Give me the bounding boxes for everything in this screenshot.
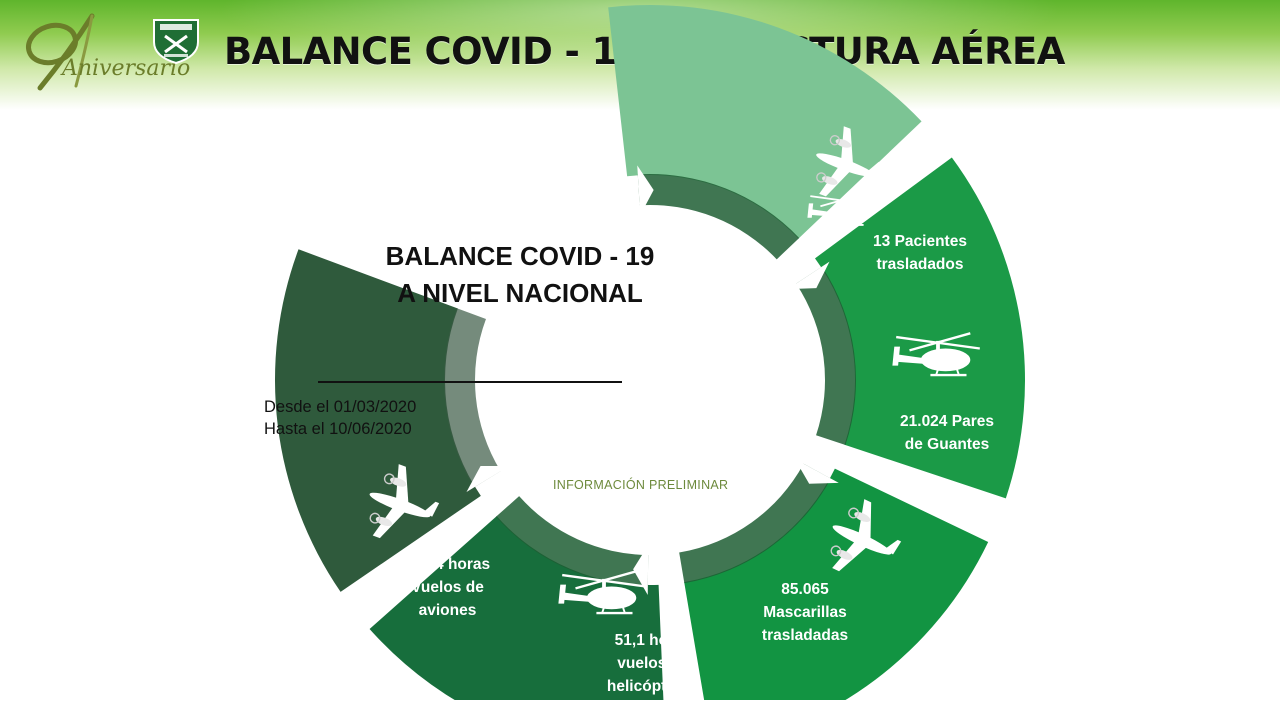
inner-ring [444, 165, 856, 595]
center-title-line2: A NIVEL NACIONAL [397, 278, 643, 308]
plane-hours-line1: 255.4 horas [404, 556, 491, 573]
arrow-notch-gloves [787, 261, 830, 290]
center-title-line1: BALANCE COVID - 19 [385, 241, 655, 271]
segment-label-plane-hours: 255.4 horas Vuelos de aviones [380, 553, 515, 622]
masks-line2: Mascarillas [763, 604, 847, 621]
ring-segments [275, 4, 1025, 720]
segment-label-masks: 85.065 Mascarillas trasladadas [735, 578, 875, 647]
arrow-notch-heli-hours [633, 544, 649, 595]
divider-line [318, 381, 622, 383]
bottom-clip [0, 700, 1280, 720]
plane-hours-line3: aviones [418, 602, 477, 619]
date-range: Desde el 01/03/2020 Hasta el 10/06/2020 [264, 396, 416, 440]
patients-line1: 13 Pacientes [873, 233, 967, 250]
helicopter-icon-patients [807, 192, 874, 226]
segment-plane-hours [275, 249, 481, 592]
heli-hours-line3: helicópteros [606, 678, 700, 695]
patients-line2: trasladados [876, 256, 964, 273]
heli-hours-line2: vuelos de [617, 655, 689, 672]
date-to: Hasta el 10/06/2020 [264, 420, 412, 438]
segment-label-gloves: 21.024 Pares de Guantes [878, 410, 1016, 456]
date-from: Desde el 01/03/2020 [264, 398, 417, 416]
preliminary-note: INFORMACIÓN PRELIMINAR [553, 478, 729, 492]
helicopter-icon-gloves [892, 332, 980, 377]
carabineros-badge [148, 14, 204, 65]
segment-label-heli-hours: 51,1 horas vuelos de helicópteros [583, 629, 723, 698]
masks-line1: 85.065 [781, 581, 829, 598]
masks-line3: trasladadas [761, 627, 849, 644]
segment-icons [369, 126, 980, 615]
gloves-line1: 21.024 Pares [900, 413, 994, 430]
arrow-notch-masks [794, 458, 839, 484]
gloves-line2: de Guantes [904, 436, 990, 453]
shield-badge-icon [153, 19, 199, 65]
inner-band-masks [679, 463, 831, 584]
segment-masks [684, 468, 989, 720]
airplane-icon-plane-hours [369, 464, 440, 539]
plane-hours-line2: Vuelos de [411, 579, 484, 596]
inner-band-heli-hours [495, 496, 649, 586]
segment-heli-hours [369, 516, 665, 720]
segment-gloves [815, 157, 1025, 499]
center-title: BALANCE COVID - 19 A NIVEL NACIONAL [360, 238, 680, 312]
inner-band-gloves [796, 266, 856, 446]
segment-patients [608, 4, 922, 239]
inner-band-plane-hours [444, 308, 501, 488]
arrow-notch-plane-hours [466, 465, 510, 493]
airplane-icon-masks [830, 499, 902, 572]
segment-label-patients: 13 Pacientes trasladados [845, 230, 995, 276]
helicopter-icon-heli-hours [558, 570, 646, 615]
heli-hours-line1: 51,1 horas [614, 632, 692, 649]
arrow-notch-patients [637, 165, 654, 216]
airplane-icon-patients [816, 126, 883, 197]
inner-band-patients [637, 174, 800, 260]
anniversary-90-icon [26, 13, 95, 91]
